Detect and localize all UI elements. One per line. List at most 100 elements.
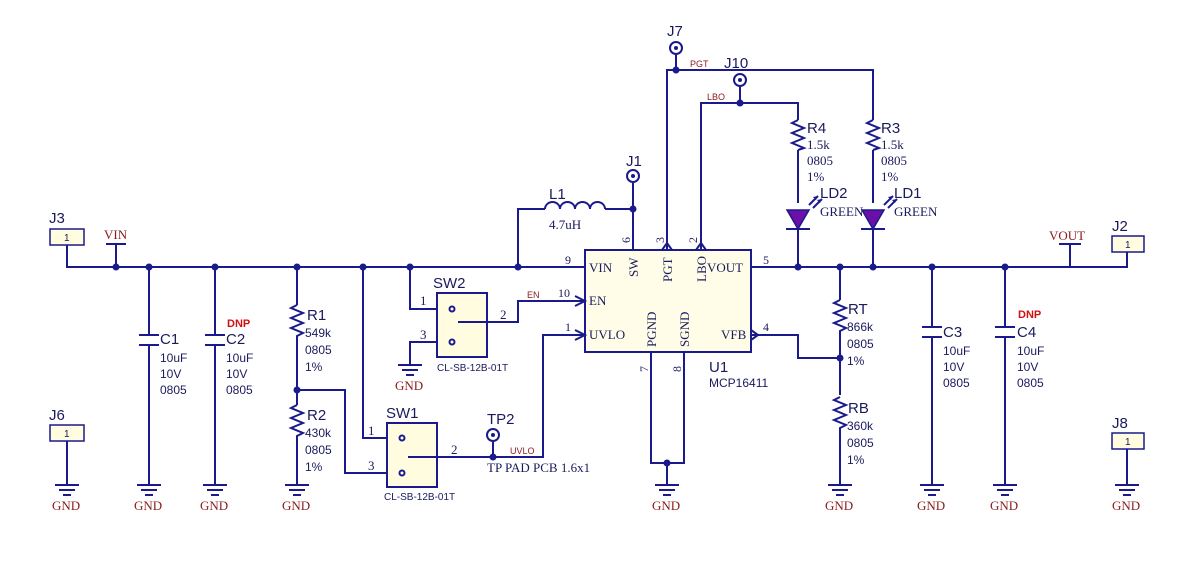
- svg-text:0805: 0805: [1017, 376, 1044, 390]
- svg-text:GND: GND: [990, 498, 1018, 513]
- svg-text:0805: 0805: [305, 443, 332, 457]
- svg-text:1%: 1%: [847, 354, 865, 368]
- svg-text:4: 4: [763, 320, 769, 334]
- capacitor-c1: C1 10uF 10V 0805: [139, 331, 187, 397]
- svg-text:0805: 0805: [847, 337, 874, 351]
- gnd-symbol: GND: [200, 484, 228, 513]
- svg-text:GND: GND: [395, 378, 423, 393]
- j6-ref: J6: [49, 407, 65, 424]
- svg-text:C1: C1: [160, 331, 179, 348]
- u1-part: MCP16411: [709, 376, 768, 390]
- resistor-rt: RT 866k 0805 1%: [831, 299, 874, 368]
- u1-ref: U1: [709, 359, 728, 376]
- testpoint-j10: J10: [724, 55, 748, 87]
- svg-text:5: 5: [763, 253, 769, 267]
- gnd-symbol: GND: [1112, 484, 1140, 513]
- svg-text:CL-SB-12B-01T: CL-SB-12B-01T: [437, 363, 508, 374]
- l1-value: 4.7uH: [549, 217, 581, 232]
- net-label-en: EN: [527, 290, 540, 300]
- svg-text:C2: C2: [226, 331, 245, 348]
- capacitor-c4: DNP C4 10uF 10V 0805: [995, 309, 1044, 390]
- j10-ref: J10: [724, 55, 748, 72]
- svg-text:SW2: SW2: [433, 275, 466, 292]
- pin-pgt: PGT: [660, 257, 675, 282]
- connector-j2: 1 J2: [1111, 218, 1145, 253]
- svg-text:GND: GND: [200, 498, 228, 513]
- pin-sgnd: SGND: [677, 312, 692, 347]
- svg-text:RB: RB: [848, 400, 869, 417]
- led-ld1: LD1 GREEN: [860, 185, 938, 231]
- svg-text:GND: GND: [52, 498, 80, 513]
- tp2-ref: TP2: [487, 411, 515, 428]
- svg-text:6: 6: [619, 237, 633, 243]
- testpoint-tp2: TP2 TP PAD PCB 1.6x1: [486, 411, 590, 475]
- connector-j3: 1 J3: [49, 210, 85, 246]
- pin-pgnd: PGND: [644, 312, 659, 347]
- svg-text:1%: 1%: [305, 360, 323, 374]
- svg-text:R4: R4: [807, 120, 826, 137]
- switch-sw2: SW2 1 3 2 CL-SB-12B-01T: [420, 275, 508, 374]
- svg-text:GND: GND: [1112, 498, 1140, 513]
- svg-text:1%: 1%: [881, 169, 899, 184]
- testpoint-j7: J7: [667, 23, 683, 55]
- pin-en: EN: [589, 293, 607, 308]
- pin-lbo: LBO: [694, 256, 709, 282]
- j7-ref: J7: [667, 23, 683, 40]
- svg-text:R2: R2: [307, 407, 326, 424]
- ic-u1: VIN EN UVLO VOUT VFB SW PGT LBO PGND SGN…: [558, 237, 769, 390]
- net-label-lbo: LBO: [707, 92, 725, 102]
- connector-j8: 1 J8: [1111, 415, 1145, 450]
- svg-text:1: 1: [420, 293, 427, 308]
- gnd-symbol: GND: [652, 484, 680, 513]
- resistor-r3: R3 1.5k 0805 1%: [864, 119, 907, 184]
- svg-text:1%: 1%: [305, 460, 323, 474]
- j8-pin-label: 1: [1125, 437, 1131, 448]
- svg-text:1%: 1%: [807, 169, 825, 184]
- svg-text:CL-SB-12B-01T: CL-SB-12B-01T: [384, 492, 455, 503]
- net-label-uvlo: UVLO: [510, 446, 535, 456]
- svg-text:10V: 10V: [160, 367, 181, 381]
- svg-text:10uF: 10uF: [226, 351, 253, 365]
- svg-text:7: 7: [637, 366, 651, 372]
- net-label-pgt: PGT: [690, 59, 709, 69]
- svg-text:10V: 10V: [1017, 360, 1038, 374]
- l1-ref: L1: [549, 186, 566, 203]
- svg-text:10uF: 10uF: [943, 344, 970, 358]
- svg-text:8: 8: [670, 366, 684, 372]
- svg-text:1%: 1%: [847, 453, 865, 467]
- inductor-l1: L1 4.7uH: [544, 186, 606, 232]
- svg-text:LD2: LD2: [820, 185, 848, 202]
- svg-text:C3: C3: [943, 324, 962, 341]
- svg-text:3: 3: [420, 327, 427, 342]
- svg-text:GND: GND: [825, 498, 853, 513]
- svg-text:0805: 0805: [305, 343, 332, 357]
- svg-text:0805: 0805: [807, 153, 833, 168]
- j1-ref: J1: [626, 153, 642, 170]
- resistor-rb: RB 360k 0805 1%: [831, 396, 874, 467]
- pin-vfb: VFB: [721, 327, 747, 342]
- c4-dnp: DNP: [1018, 309, 1041, 321]
- svg-text:GREEN: GREEN: [820, 204, 864, 219]
- svg-text:R1: R1: [307, 307, 326, 324]
- gnd-symbol: GND: [917, 484, 945, 513]
- j6-pin-label: 1: [64, 429, 70, 440]
- svg-text:0805: 0805: [881, 153, 907, 168]
- pin-vout: VOUT: [707, 260, 743, 275]
- svg-text:1.5k: 1.5k: [807, 137, 830, 152]
- gnd-symbol: GND: [52, 484, 80, 513]
- svg-text:360k: 360k: [847, 419, 874, 433]
- svg-text:10uF: 10uF: [160, 351, 187, 365]
- junction-dots: [112, 66, 1009, 467]
- svg-text:GND: GND: [917, 498, 945, 513]
- svg-text:0805: 0805: [160, 383, 187, 397]
- svg-text:0805: 0805: [847, 436, 874, 450]
- gnd-symbol: GND: [282, 484, 310, 513]
- gnd-symbol: GND: [825, 484, 853, 513]
- svg-text:10uF: 10uF: [1017, 344, 1044, 358]
- pin-sw: SW: [626, 257, 641, 277]
- svg-text:1: 1: [565, 320, 571, 334]
- tp2-value: TP PAD PCB 1.6x1: [487, 460, 590, 475]
- pin-vin: VIN: [589, 260, 613, 275]
